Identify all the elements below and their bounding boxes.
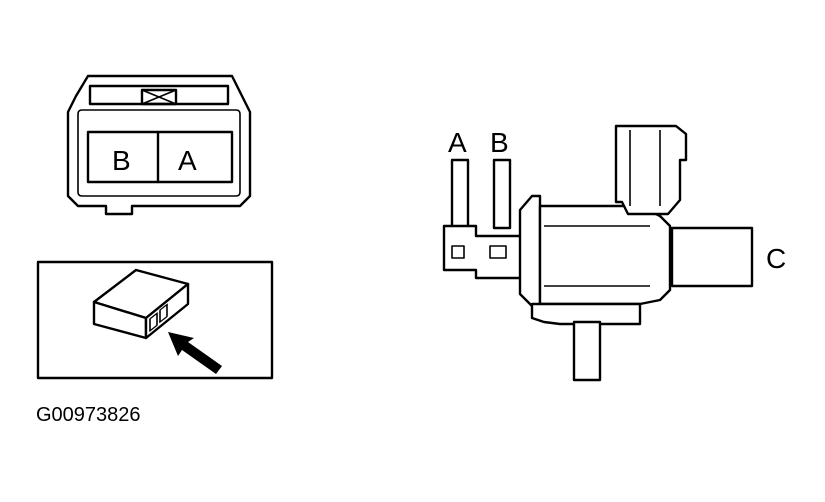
- connector-outer-housing: [66, 74, 252, 216]
- bottom-tube: [572, 320, 602, 382]
- view-direction-inset: [36, 260, 274, 380]
- port-c-cylinder: [670, 226, 754, 288]
- pin-label-a: A: [178, 145, 197, 176]
- terminal-slot-1: [149, 312, 158, 332]
- port-b-tube: [492, 158, 512, 230]
- mounting-flange: [518, 194, 542, 308]
- connector-inner-housing: [77, 109, 241, 197]
- pin-cavity-box: [86, 130, 234, 184]
- solenoid-side-view: A B C: [442, 124, 786, 382]
- lower-mount: [530, 302, 642, 326]
- port-a-tube: [450, 158, 470, 230]
- electrical-connector: [614, 124, 688, 216]
- port-label-b: B: [490, 127, 509, 158]
- solenoid-body: [538, 204, 672, 306]
- port-label-c: C: [766, 243, 786, 274]
- port-nozzle-base: [442, 224, 526, 280]
- connector-latch-bar: [88, 84, 230, 106]
- view-direction-arrow-icon: [168, 332, 222, 374]
- port-a-slot: [451, 245, 465, 259]
- pin-label-b: B: [112, 145, 131, 176]
- port-b-slot: [489, 245, 507, 259]
- inset-frame: [36, 260, 274, 380]
- port-label-a: A: [448, 127, 467, 158]
- terminal-slot-2: [159, 303, 168, 324]
- latch-cross-icon: [140, 88, 178, 106]
- connector-face-view: B A: [66, 74, 252, 216]
- figure-id: G00973826: [36, 404, 141, 426]
